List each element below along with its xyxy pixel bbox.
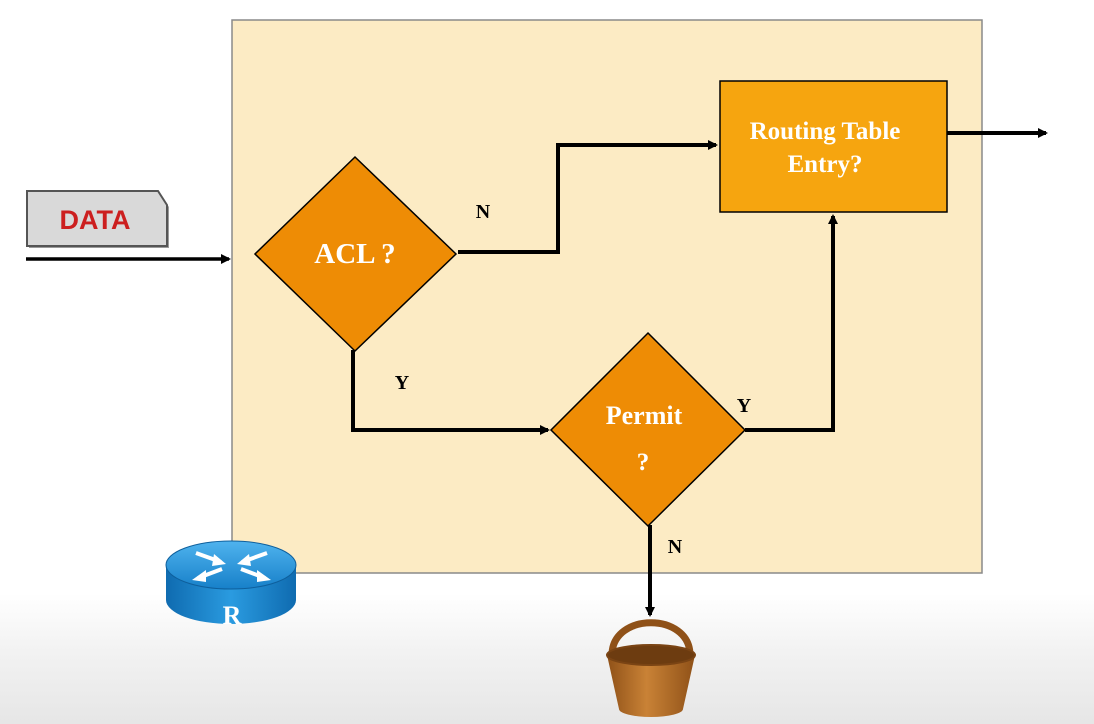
data-tag-label: DATA bbox=[60, 205, 131, 235]
routing-box-line2: Entry? bbox=[788, 151, 863, 178]
permit-decision-line2: ? bbox=[637, 449, 650, 476]
routing-table-entry-box: Routing Table Entry? bbox=[719, 80, 948, 213]
arrow-acl-yes bbox=[351, 350, 550, 435]
arrow-permit-yes bbox=[745, 214, 838, 432]
edge-label-permit-yes: Y bbox=[737, 395, 752, 417]
acl-decision-label: ACL ? bbox=[314, 238, 395, 270]
permit-decision: Permit ? bbox=[549, 331, 747, 528]
edge-label-acl-no: N bbox=[476, 201, 491, 223]
bucket-icon bbox=[606, 619, 696, 717]
edge-label-permit-no: N bbox=[668, 536, 683, 558]
router-letter: R bbox=[223, 601, 242, 630]
router-arrows-icon bbox=[192, 551, 271, 582]
data-tag: DATA bbox=[26, 190, 169, 248]
acl-decision: ACL ? bbox=[253, 155, 458, 353]
routing-box-line1: Routing Table bbox=[750, 118, 901, 145]
edge-label-acl-yes: Y bbox=[395, 372, 410, 394]
router-icon: R bbox=[165, 540, 297, 630]
arrow-acl-no bbox=[458, 140, 718, 254]
permit-decision-line1: Permit bbox=[606, 401, 683, 430]
